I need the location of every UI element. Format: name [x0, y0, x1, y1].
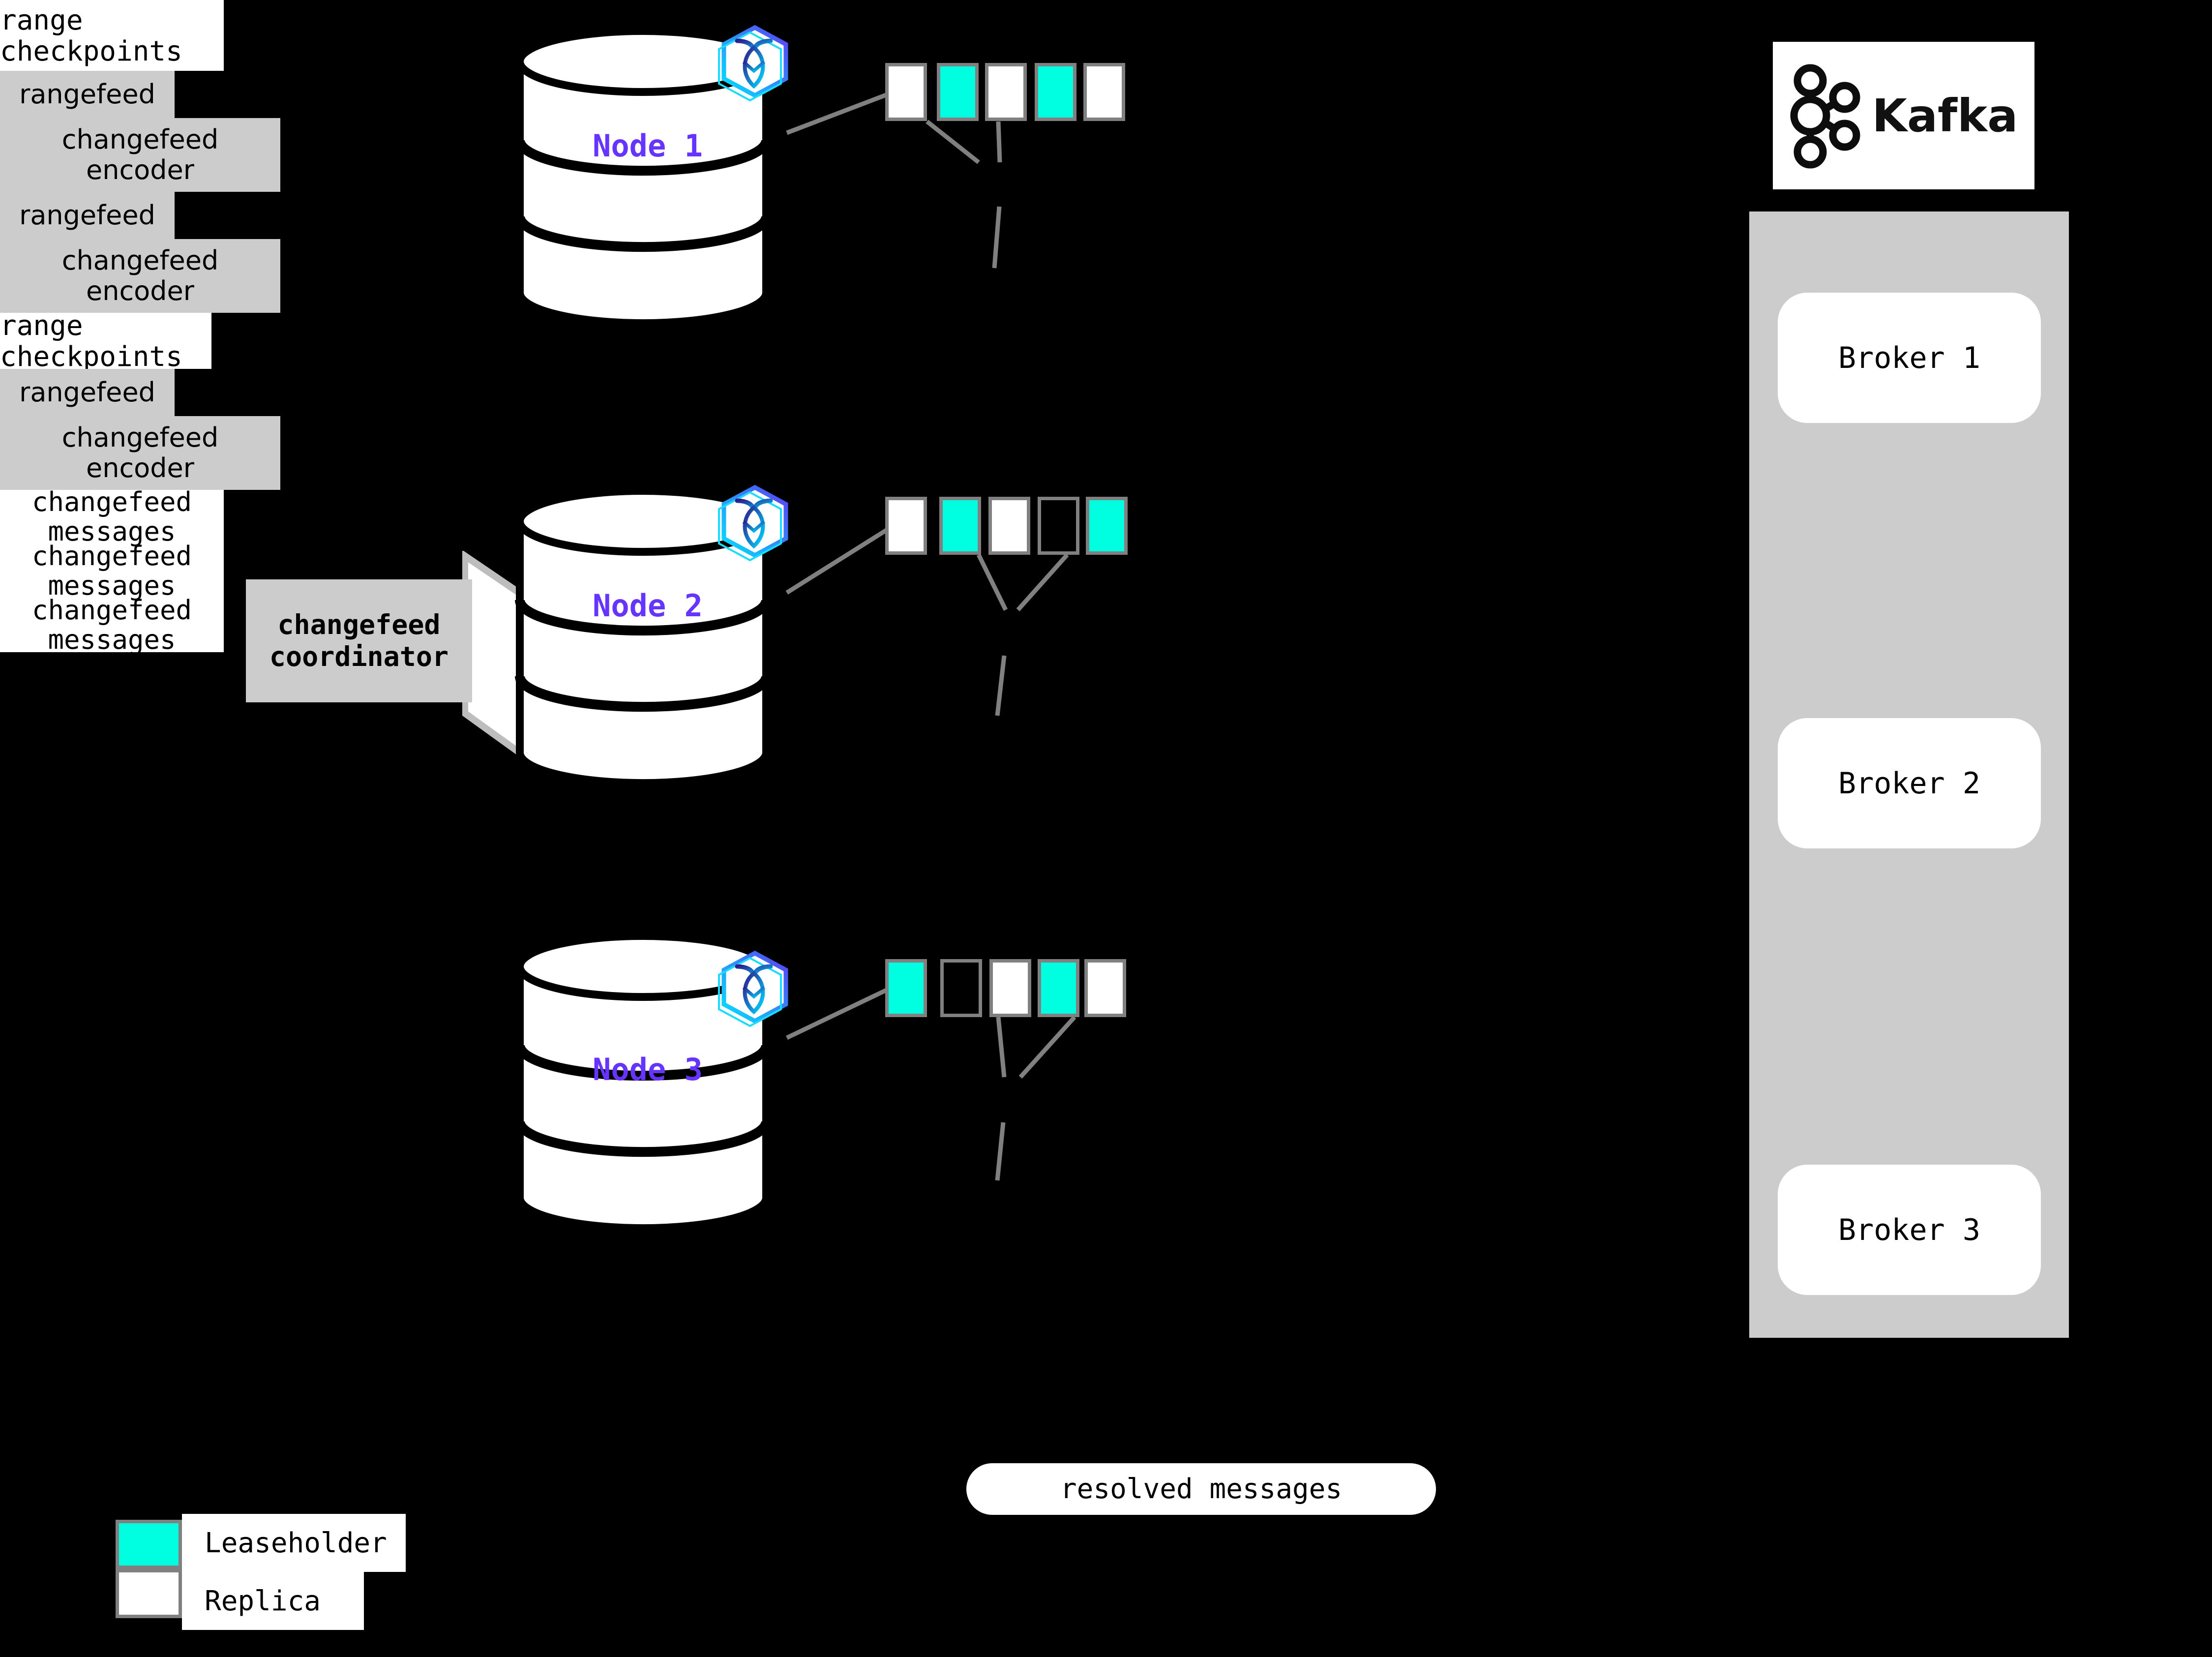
messages-line2: messages [48, 570, 176, 601]
encoder-line1: changefeed [61, 422, 219, 453]
node-3-range-1 [885, 959, 927, 1017]
changefeed-messages-label-1: changefeed messages [0, 486, 224, 547]
legend-label-replica: Replica [182, 1572, 364, 1630]
changefeed-messages-label-3: changefeed messages [0, 594, 224, 655]
encoder-line2: encoder [86, 154, 194, 185]
coordinator-line2: coordinator [269, 641, 449, 672]
node-3-range-3 [989, 959, 1031, 1017]
kafka-logo [1790, 64, 1860, 168]
changefeed-messages-label-2: changefeed messages [0, 540, 224, 601]
node-1-range-5 [1083, 63, 1125, 121]
broker-box-2[interactable]: Broker 2 [1778, 718, 2041, 848]
resolved-messages-pill: resolved messages [966, 1463, 1436, 1515]
coordinator-line1: changefeed [277, 609, 441, 641]
encoder-line1: changefeed [61, 123, 219, 155]
messages-line2: messages [48, 624, 176, 655]
kafka-wordmark: Kafka [1872, 89, 2018, 142]
encoder-line2: encoder [86, 275, 194, 306]
node-1-cylinder [514, 27, 772, 327]
legend-swatch-replica [116, 1569, 182, 1618]
range-checkpoints-line1: range [0, 4, 83, 37]
node-1-rangefeed-box: rangefeed [0, 71, 175, 118]
node-1-label: Node 1 [593, 128, 703, 164]
node-2-changefeed-encoder-box: changefeed encoder [0, 239, 280, 313]
node-2-rangefeed-box: rangefeed [0, 192, 175, 239]
node-3-range-5 [1084, 959, 1126, 1017]
node-3-range-checkpoints-label: range checkpoints [0, 313, 211, 369]
cockroachdb-logo [710, 480, 798, 571]
messages-line2: messages [48, 516, 176, 547]
node-1-range-checkpoints-label: range checkpoints [0, 0, 224, 71]
legend-label-leaseholder: Leaseholder [182, 1514, 406, 1572]
node-2-range-3 [988, 497, 1030, 555]
node-1-range-4 [1035, 63, 1076, 121]
broker-box-3[interactable]: Broker 3 [1778, 1165, 2041, 1295]
cockroachdb-logo [710, 20, 798, 111]
range-checkpoints-line2: checkpoints [0, 341, 182, 369]
node-1-range-3 [985, 63, 1027, 121]
node-2-range-2 [939, 497, 981, 555]
messages-line1: changefeed [31, 486, 192, 517]
node-3-cylinder [514, 932, 772, 1232]
node-2-label: Node 2 [593, 588, 703, 624]
node-2-cylinder [514, 487, 772, 787]
range-checkpoints-line1: range [0, 313, 83, 342]
node-1-range-1 [885, 63, 927, 121]
node-2-range-1 [885, 497, 927, 555]
node-3-changefeed-encoder-box: changefeed encoder [0, 416, 280, 490]
node-1-changefeed-encoder-box: changefeed encoder [0, 118, 280, 192]
range-checkpoints-line2: checkpoints [0, 35, 182, 67]
node-1-range-2 [937, 63, 979, 121]
messages-line1: changefeed [31, 594, 192, 626]
node-3-rangefeed-box: rangefeed [0, 369, 175, 416]
kafka-logo-card: Kafka [1773, 42, 2034, 189]
node-2-range-5 [1086, 497, 1128, 555]
legend-swatch-leaseholder [116, 1520, 182, 1569]
node-3-label: Node 3 [593, 1052, 703, 1087]
messages-line1: changefeed [31, 540, 192, 572]
changefeed-coordinator-label: changefeed coordinator [246, 579, 472, 702]
encoder-line1: changefeed [61, 244, 219, 276]
node-3-range-2 [940, 959, 982, 1017]
cockroachdb-logo [710, 945, 798, 1036]
broker-box-1[interactable]: Broker 1 [1778, 293, 2041, 423]
encoder-line2: encoder [86, 452, 194, 483]
node-2-range-4 [1038, 497, 1079, 555]
node-3-range-4 [1038, 959, 1079, 1017]
